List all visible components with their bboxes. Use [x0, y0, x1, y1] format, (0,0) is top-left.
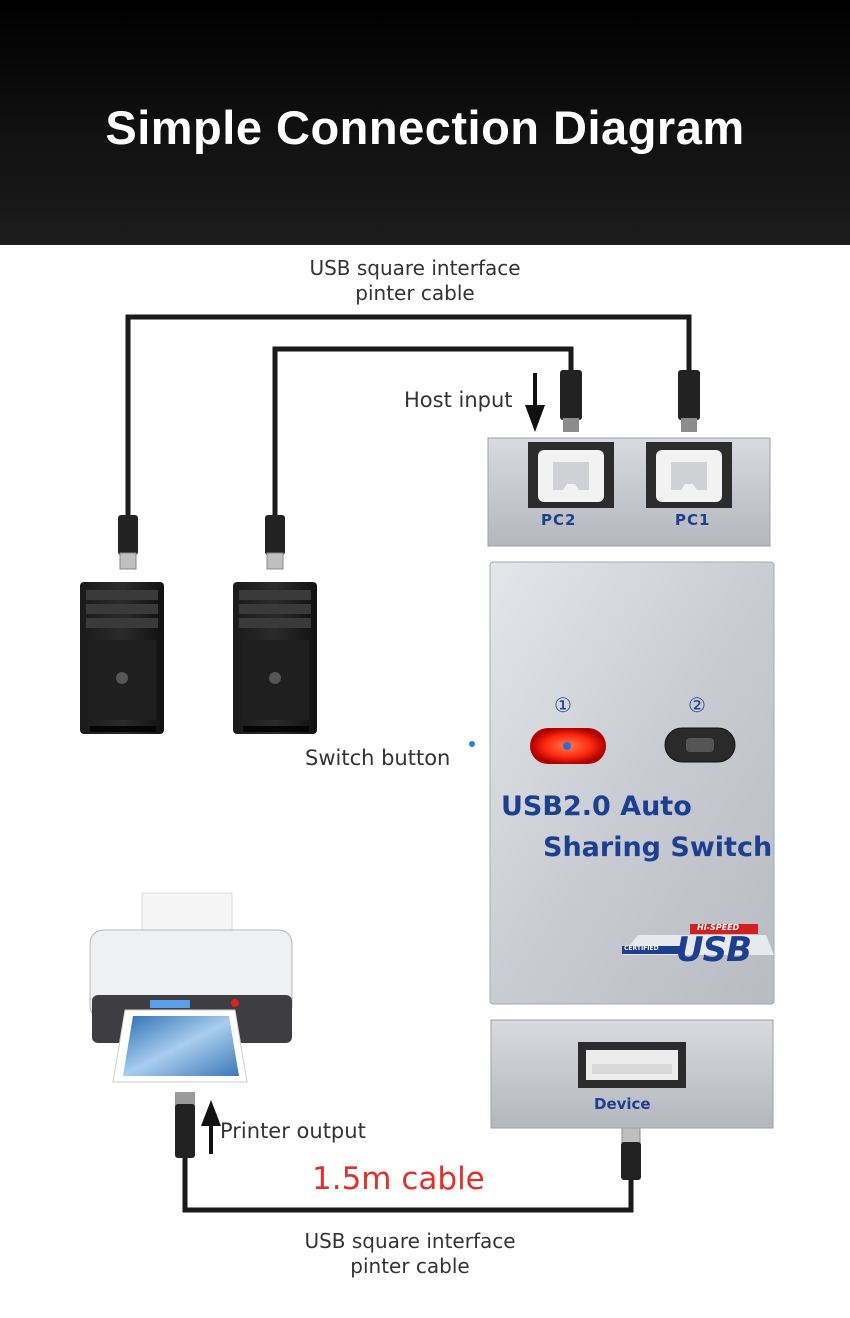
computer-tower-1 [80, 582, 164, 734]
printer-output-arrow [201, 1100, 221, 1154]
usb-a-plug-device [621, 1127, 641, 1180]
cable-length-label: 1.5m cable [312, 1161, 485, 1197]
cable-pc2 [272, 346, 574, 520]
led-label-1: ① [554, 693, 572, 717]
top-cable-label-line1: USB square interface [309, 256, 521, 280]
usb-b-plug-pc1 [678, 370, 700, 432]
usb-b-plug-pc2 [560, 370, 582, 432]
printer [89, 892, 293, 1083]
device-name-line1: USB2.0 Auto [501, 791, 692, 822]
device-name-line2: Sharing Switch [543, 832, 773, 863]
led-label-2: ② [688, 693, 706, 717]
switch-top-port-panel [487, 437, 771, 547]
top-cable-label-line2: pinter cable [355, 281, 475, 305]
header-banner [0, 0, 850, 245]
usb-logo-top-text: HI-SPEED [697, 923, 740, 932]
usb-a-plug-pc1 [118, 515, 138, 570]
top-cable-label: USB square interface pinter cable [255, 256, 575, 306]
switch-body [489, 561, 775, 1005]
usb-b-port-pc1 [646, 442, 732, 508]
port-label-pc1: PC1 [675, 511, 711, 529]
usb-b-plug-printer [175, 1092, 195, 1158]
usb-a-plug-pc2 [265, 515, 285, 570]
switch-button-label: Switch button [305, 746, 451, 770]
bottom-cable-label-line2: pinter cable [350, 1254, 470, 1278]
host-input-arrow [525, 373, 545, 432]
port-label-device: Device [594, 1095, 651, 1113]
usb-logo-text: USB [676, 930, 752, 970]
printer-output-label: Printer output [220, 1119, 366, 1143]
usb-b-port-pc2 [528, 442, 614, 508]
cable-printer [182, 1140, 634, 1213]
port-label-pc2: PC2 [541, 511, 577, 529]
page-title: Simple Connection Diagram [105, 101, 745, 154]
host-input-label: Host input [404, 388, 513, 412]
usb-logo-left-text: CERTIFIED [624, 945, 659, 952]
bottom-cable-label-line1: USB square interface [304, 1229, 516, 1253]
switch-bottom-port-panel [490, 1019, 774, 1129]
switch-button-pointer-dot [469, 741, 475, 747]
bottom-cable-label: USB square interface pinter cable [250, 1229, 570, 1279]
cable-pc1 [125, 314, 692, 520]
usb-certified-logo [622, 924, 774, 955]
computer-tower-2 [233, 582, 317, 734]
